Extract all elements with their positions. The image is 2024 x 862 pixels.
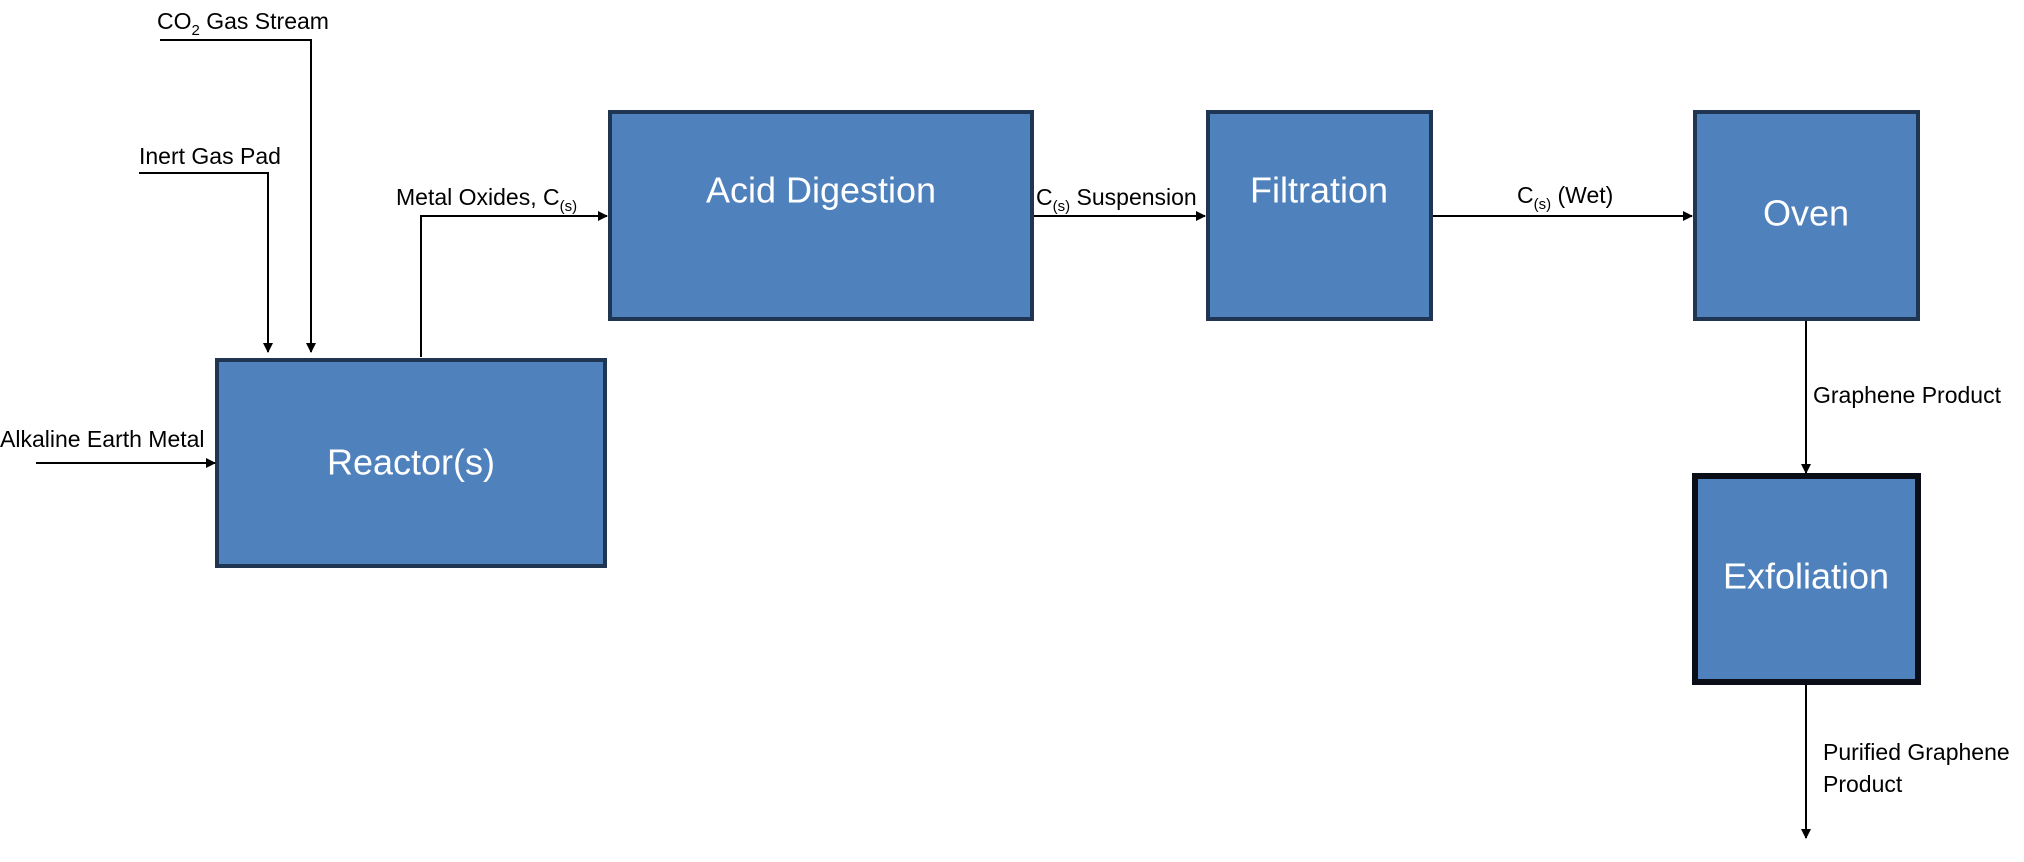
- exfoliation-label: Exfoliation: [1723, 556, 1889, 597]
- inert-gas-pad-label: Inert Gas Pad: [139, 143, 281, 169]
- oven-label: Oven: [1763, 193, 1849, 234]
- reactor-label: Reactor(s): [327, 442, 495, 483]
- purified-graphene-label-line1: Purified Graphene: [1823, 739, 2010, 765]
- oven-box: Oven: [1693, 110, 1920, 321]
- alkaline-earth-metal-label: Alkaline Earth Metal: [0, 426, 205, 452]
- filtration-box: Filtration: [1206, 110, 1433, 321]
- carbon-wet-label: C(s) (Wet): [1517, 182, 1613, 213]
- reactor-box: Reactor(s): [215, 358, 607, 568]
- inert-gas-line: [139, 172, 273, 353]
- purified-graphene-label-line2: Product: [1823, 771, 1903, 797]
- filtration-label: Filtration: [1250, 170, 1388, 211]
- acid-digestion-box: Acid Digestion: [608, 110, 1034, 321]
- metal-oxides-label: Metal Oxides, C(s): [396, 184, 577, 215]
- co2-stream-line: [160, 39, 316, 353]
- graphene-product-label: Graphene Product: [1813, 382, 2002, 408]
- co2-gas-stream-label: CO2 Gas Stream: [157, 8, 329, 39]
- reactor-to-acid-line: [420, 211, 608, 357]
- exfoliation-box: Exfoliation: [1692, 473, 1921, 685]
- carbon-suspension-label: C(s) Suspension: [1036, 184, 1197, 215]
- acid-digestion-label: Acid Digestion: [706, 170, 936, 211]
